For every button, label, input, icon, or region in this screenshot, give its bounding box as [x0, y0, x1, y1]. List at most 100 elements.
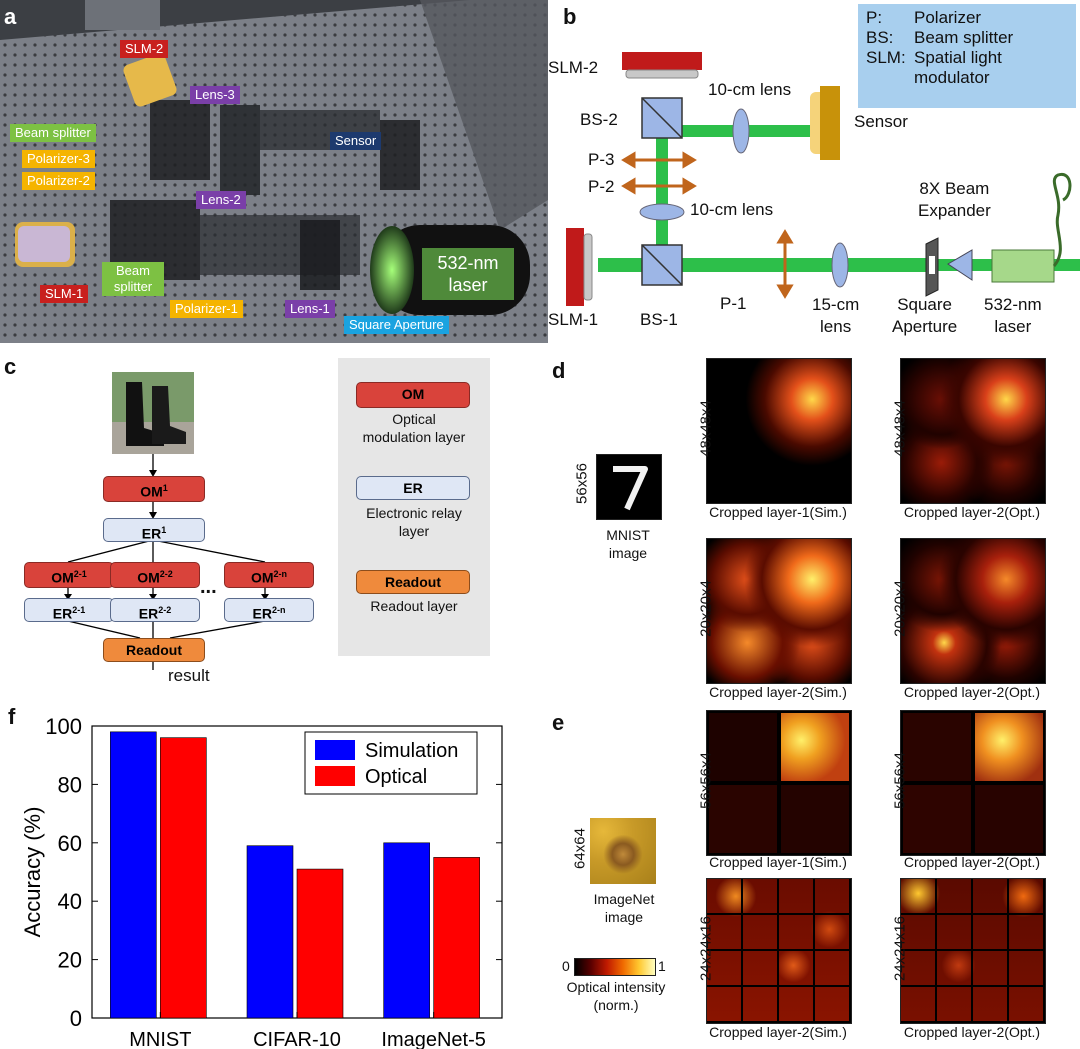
y-axis-label: Accuracy (%) — [20, 807, 45, 938]
e-size-top-right: 56x56x4 — [891, 752, 909, 809]
om1-sup: 1 — [162, 483, 168, 493]
polarizer1-label: Polarizer-1 — [170, 300, 243, 318]
d-input-caption-l1: MNIST — [606, 527, 650, 543]
colorbar-max: 1 — [658, 958, 666, 974]
lens1-label: Lens-1 — [285, 300, 335, 318]
om21-box: OM2-1 — [24, 562, 114, 588]
er1-text: ER — [141, 525, 162, 542]
b-bs2-label: BS-2 — [580, 110, 618, 129]
polarizer2-label: Polarizer-2 — [22, 172, 95, 190]
er2n-box: ER2-n — [224, 598, 314, 622]
e-tile — [975, 785, 1043, 853]
e-map-top-right — [900, 710, 1046, 856]
mnist-input-image — [596, 454, 662, 520]
b-lens10-mid-label: 10-cm lens — [690, 200, 774, 219]
b-laser-l2: laser — [994, 317, 1032, 336]
legend-abbr: BS: — [866, 28, 894, 47]
d-size-top-left: 48x48x4 — [697, 400, 715, 457]
colorbar — [574, 958, 656, 976]
e-caption-bottom-right: Cropped layer-2(Opt.) — [903, 1024, 1041, 1040]
laser-label: 532-nm laser — [422, 248, 514, 300]
legend-desc: Spatial light — [914, 48, 1002, 67]
b-slm1-label: SLM-1 — [548, 310, 599, 329]
legend-er-box: ER — [356, 476, 470, 500]
architecture-arrows — [64, 454, 269, 670]
legend-row-slm: SLM: Spatial light — [866, 48, 1068, 68]
bar-simulation — [383, 842, 430, 1019]
legend-om-desc: Optical modulation layer — [338, 410, 490, 446]
om22-box: OM2-2 — [110, 562, 200, 588]
legend-readout-desc: Readout layer — [370, 598, 458, 614]
legend-er-desc: Electronic relay layer — [338, 504, 490, 540]
d-input-caption: MNIST image — [578, 526, 678, 562]
layer-legend: OM Optical modulation layer ER Electroni… — [338, 358, 490, 656]
om22-text: OM — [137, 569, 160, 586]
bar-optical — [160, 737, 207, 1019]
e-tile — [709, 785, 777, 853]
b-slm2-label: SLM-2 — [548, 58, 599, 77]
panel-c: c OM1 — [0, 350, 540, 690]
panel-a-label: a — [4, 4, 17, 29]
b-laser-l1: 532-nm — [984, 295, 1042, 314]
e-tile — [781, 785, 849, 853]
legend-abbr: P: — [866, 8, 883, 27]
b-bs1-label: BS-1 — [640, 310, 678, 329]
d-map-bottom-left — [706, 538, 852, 684]
setup-photo — [0, 0, 548, 343]
colorbar-label-l1: Optical intensity — [566, 979, 666, 995]
e-caption-bottom-left: Cropped layer-2(Sim.) — [709, 1024, 847, 1040]
legend-abbr — [866, 68, 914, 88]
panel-e: e 64x64 ImageNet image 0 1 Optical inten… — [548, 706, 1080, 1049]
er21-text: ER — [52, 605, 73, 622]
om2n-text: OM — [250, 569, 274, 586]
colorbar-label-l2: (norm.) — [593, 997, 639, 1013]
legend-desc: Beam splitter — [914, 28, 1014, 47]
legend-desc: Polarizer — [914, 8, 982, 27]
e-tile — [709, 713, 777, 781]
b-lens15-label: 15-cm lens — [812, 294, 859, 338]
square-aperture-label: Square Aperture — [344, 316, 449, 334]
legend-row-bs: BS: Beam splitter — [866, 28, 1068, 48]
om2n-sup: 2-n — [273, 569, 288, 579]
e-tile — [975, 713, 1043, 781]
legend-abbr: SLM: — [866, 48, 906, 67]
d-map-top-right — [900, 358, 1046, 504]
er22-text: ER — [138, 605, 159, 622]
y-tick-label: 20 — [58, 948, 82, 973]
om1-text: OM — [140, 483, 163, 500]
legend-readout-box: Readout — [356, 570, 470, 594]
d-input-size: 56x56 — [573, 463, 591, 504]
b-p1-label: P-1 — [720, 294, 747, 313]
om22-sup: 2-2 — [159, 569, 173, 579]
b-expander-l1: 8X Beam — [919, 179, 990, 198]
x-tick-label: ImageNet-5 — [381, 1029, 486, 1049]
legend-om-desc-l2: modulation layer — [362, 429, 466, 445]
lens2-label: Lens-2 — [196, 191, 246, 209]
legend-er-desc-l1: Electronic relay — [366, 505, 462, 521]
panel-b: b — [548, 0, 1080, 345]
digit-seven-glyph — [613, 466, 648, 511]
polarizer3-label: Polarizer-3 — [22, 150, 95, 168]
d-map-bottom-right — [900, 538, 1046, 684]
er1-sup: 1 — [161, 525, 167, 535]
bar-optical — [433, 857, 480, 1019]
bar-simulation — [110, 731, 157, 1019]
b-aperture-l2: Aperture — [892, 317, 958, 336]
beam-splitter-bottom-text: Beam splitter — [113, 263, 153, 294]
e-size-bottom-left: 24x24x16 — [697, 915, 715, 982]
panel-c-label: c — [4, 354, 17, 379]
om2n-box: OM2-n — [224, 562, 314, 588]
b-sensor-label: Sensor — [854, 112, 908, 131]
abbreviation-legend: P: Polarizer BS: Beam splitter SLM: Spat… — [858, 4, 1076, 108]
e-input-caption-l1: ImageNet — [593, 891, 655, 907]
e-caption-top-right: Cropped layer-2(Opt.) — [903, 854, 1041, 870]
x-tick-label: CIFAR-10 — [253, 1029, 341, 1049]
e-input-caption-l2: image — [604, 909, 644, 925]
panel-e-label: e — [552, 710, 565, 735]
d-caption-top-right: Cropped layer-2(Opt.) — [903, 504, 1041, 520]
d-input-caption-l2: image — [608, 545, 648, 561]
b-laser-label: 532-nm laser — [984, 294, 1042, 338]
d-caption-top-left: Cropped layer-1(Sim.) — [709, 504, 847, 520]
optical-schematic — [566, 52, 1080, 306]
